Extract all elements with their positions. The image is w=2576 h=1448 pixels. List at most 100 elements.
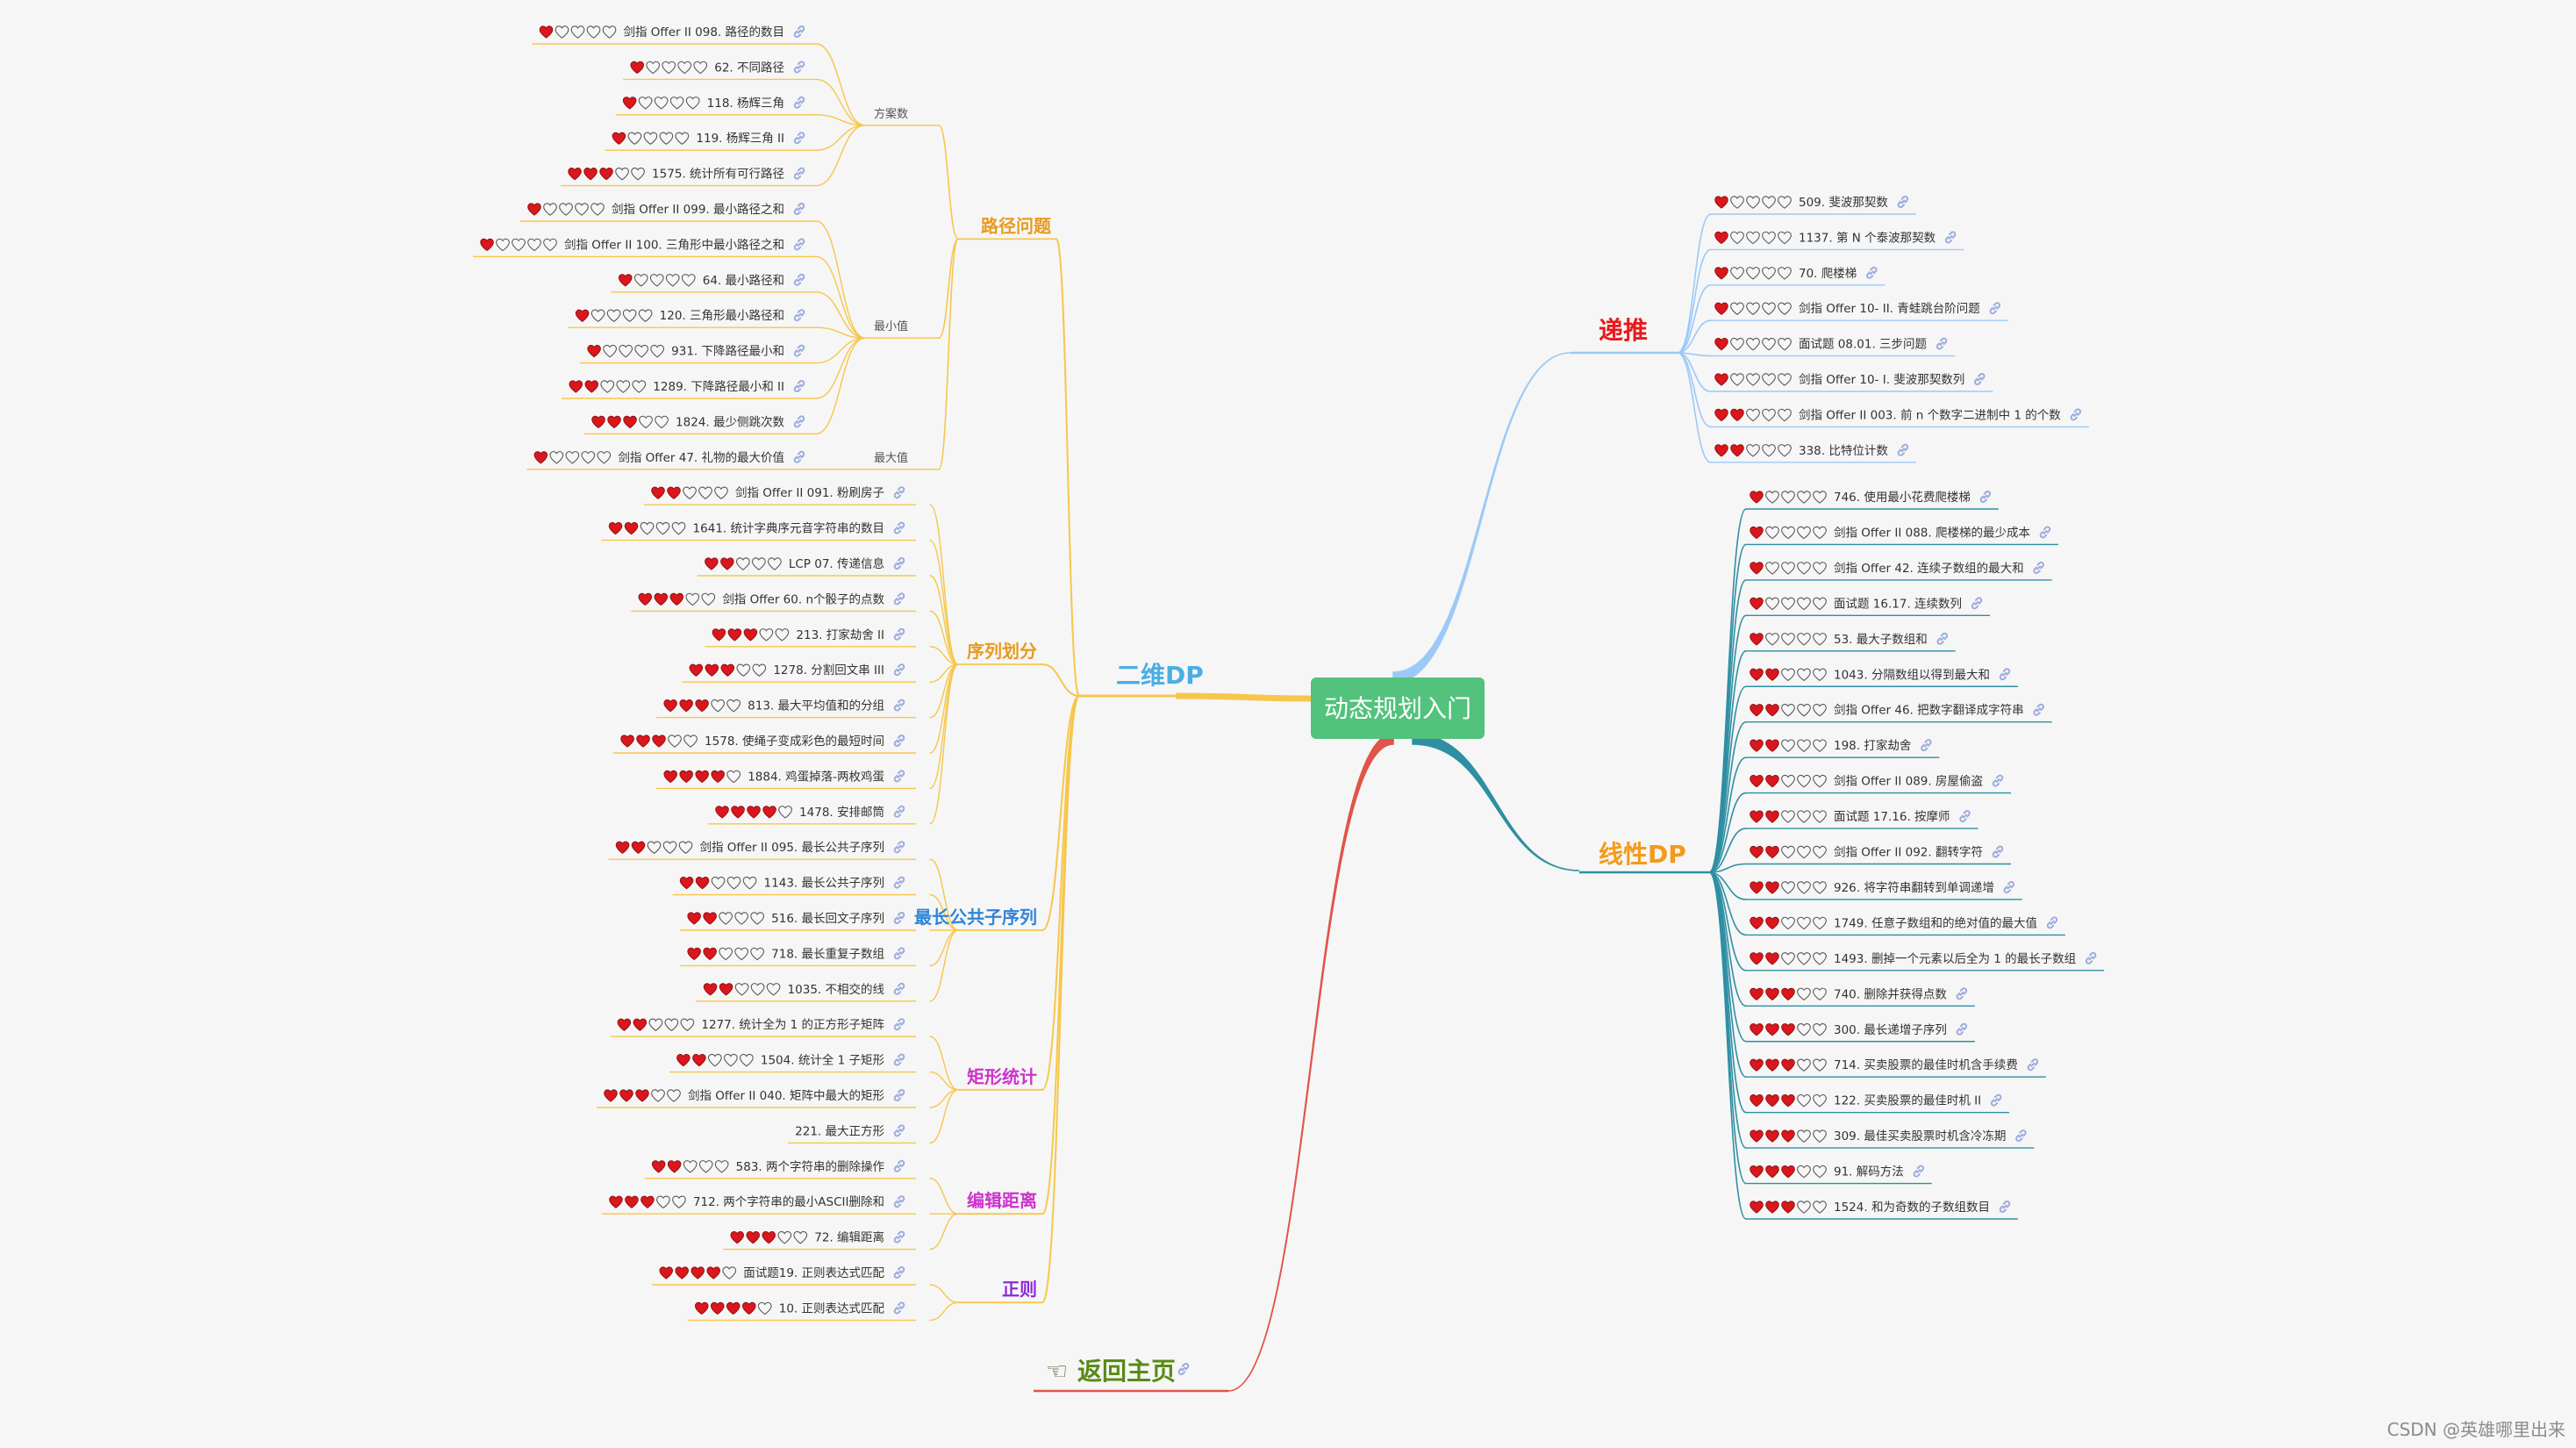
subgroup-label[interactable]: 最大值	[874, 451, 908, 465]
problem-title[interactable]: 718. 最长重复子数组	[771, 946, 884, 961]
link-icon[interactable]	[1897, 195, 1909, 209]
problem-node[interactable]: 122. 买卖股票的最佳时机 II	[1750, 1093, 2002, 1108]
branch-node-线性DP[interactable]: 线性DP	[1599, 840, 1686, 869]
link-icon[interactable]	[893, 1230, 905, 1244]
problem-node[interactable]: 面试题 16.17. 连续数列	[1750, 597, 1983, 611]
link-icon[interactable]	[893, 1301, 905, 1315]
problem-title[interactable]: 1641. 统计字典序元音字符串的数目	[693, 521, 884, 536]
problem-title[interactable]: 53. 最大子数组和	[1834, 633, 1928, 647]
problem-node[interactable]: 面试题 08.01. 三步问题	[1714, 337, 1948, 352]
problem-node[interactable]: 剑指 Offer 10- II. 青蛙跳台阶问题	[1714, 302, 2001, 316]
home-link[interactable]: ☜返回主页	[1046, 1357, 1190, 1386]
category-label[interactable]: 编辑距离	[967, 1190, 1037, 1211]
problem-node[interactable]: 1493. 删掉一个元素以后全为 1 的最长子数组	[1750, 951, 2097, 966]
problem-node[interactable]: 1504. 统计全 1 子矩形	[676, 1053, 905, 1068]
problem-node[interactable]: 1478. 安排邮筒	[715, 805, 905, 820]
link-icon[interactable]	[1866, 266, 1878, 279]
link-icon[interactable]	[893, 734, 905, 748]
link-icon[interactable]	[793, 415, 805, 428]
problem-title[interactable]: 62. 不同路径	[714, 61, 784, 75]
link-icon[interactable]	[893, 1088, 905, 1102]
problem-node[interactable]: 926. 将字符串翻转到单调递增	[1750, 880, 2015, 895]
problem-node[interactable]: 813. 最大平均值和的分组	[663, 699, 905, 713]
link-icon[interactable]	[1944, 231, 1957, 244]
problem-title[interactable]: 剑指 Offer 42. 连续子数组的最大和	[1834, 562, 2024, 576]
problem-title[interactable]: 剑指 Offer II 099. 最小路径之和	[612, 203, 784, 217]
link-icon[interactable]	[1936, 632, 1949, 645]
problem-node[interactable]: 516. 最长回文子序列	[687, 911, 905, 926]
problem-node[interactable]: 746. 使用最小花费爬楼梯	[1750, 490, 1992, 505]
problem-node[interactable]: 740. 删除并获得点数	[1750, 986, 1968, 1001]
link-icon[interactable]	[1992, 774, 2004, 787]
subgroup-node[interactable]: 最大值	[874, 451, 908, 465]
link-icon[interactable]	[793, 450, 805, 463]
link-icon[interactable]	[793, 273, 805, 286]
category-label[interactable]: 路径问题	[981, 215, 1052, 236]
link-icon[interactable]	[2046, 916, 2058, 929]
link-icon[interactable]	[893, 1265, 905, 1280]
problem-node[interactable]: 1641. 统计字典序元音字符串的数目	[608, 521, 905, 536]
link-icon[interactable]	[793, 202, 805, 216]
link-icon[interactable]	[1974, 372, 1986, 386]
problem-node[interactable]: 931. 下降路径最小和	[587, 344, 805, 359]
link-icon[interactable]	[2039, 526, 2051, 539]
problem-node[interactable]: 1277. 统计全为 1 的正方形子矩阵	[617, 1017, 905, 1032]
link-icon[interactable]	[1959, 810, 1971, 823]
problem-title[interactable]: 746. 使用最小花费爬楼梯	[1834, 490, 1971, 505]
problem-title[interactable]: 1493. 删掉一个元素以后全为 1 的最长子数组	[1834, 951, 2076, 966]
problem-node[interactable]: 剑指 Offer II 089. 房屋偷盗	[1750, 774, 2004, 789]
category-label[interactable]: 正则	[1002, 1279, 1037, 1300]
problem-node[interactable]: 1749. 任意子数组和的绝对值的最大值	[1750, 915, 2058, 930]
link-icon[interactable]	[893, 911, 905, 925]
link-icon[interactable]	[893, 521, 905, 534]
problem-title[interactable]: 1749. 任意子数组和的绝对值的最大值	[1834, 915, 2037, 930]
problem-node[interactable]: 剑指 Offer II 100. 三角形中最小路径之和	[480, 238, 805, 252]
problem-title[interactable]: 剑指 Offer II 040. 矩阵中最大的矩形	[688, 1089, 884, 1103]
problem-title[interactable]: 剑指 Offer II 089. 房屋偷盗	[1834, 775, 1983, 789]
problem-node[interactable]: 70. 爬楼梯	[1714, 266, 1878, 281]
problem-title[interactable]: 剑指 Offer 10- II. 青蛙跳台阶问题	[1799, 302, 1980, 316]
link-icon[interactable]	[793, 132, 805, 145]
link-icon[interactable]	[1999, 1200, 2011, 1214]
home-link-icon[interactable]	[1177, 1362, 1190, 1376]
problem-node[interactable]: 119. 杨辉三角 II	[612, 132, 805, 146]
problem-title[interactable]: 1578. 使绳子变成彩色的最短时间	[705, 734, 884, 749]
category-node[interactable]: 路径问题	[981, 215, 1052, 236]
problem-title[interactable]: 198. 打家劫舍	[1834, 738, 1912, 753]
problem-node[interactable]: 剑指 Offer II 099. 最小路径之和	[527, 202, 805, 217]
problem-title[interactable]: 1277. 统计全为 1 的正方形子矩阵	[701, 1017, 884, 1032]
problem-node[interactable]: 1278. 分割回文串 III	[689, 663, 905, 677]
link-icon[interactable]	[793, 61, 805, 74]
problem-title[interactable]: 813. 最大平均值和的分组	[748, 699, 884, 713]
problem-node[interactable]: 198. 打家劫舍	[1750, 738, 1932, 753]
link-icon[interactable]	[1921, 739, 1932, 752]
link-icon[interactable]	[1956, 1022, 1968, 1036]
link-icon[interactable]	[2033, 561, 2044, 574]
problem-node[interactable]: 62. 不同路径	[630, 61, 805, 75]
link-icon[interactable]	[893, 982, 905, 995]
link-icon[interactable]	[793, 238, 805, 251]
link-icon[interactable]	[893, 770, 905, 783]
problem-title[interactable]: 剑指 Offer II 092. 翻转字符	[1834, 846, 1983, 860]
problem-title[interactable]: 1524. 和为奇数的子数组数目	[1834, 1200, 1990, 1215]
problem-title[interactable]: 面试题19. 正则表达式匹配	[743, 1266, 884, 1280]
problem-node[interactable]: 剑指 Offer 42. 连续子数组的最大和	[1750, 561, 2044, 576]
link-icon[interactable]	[893, 1195, 905, 1208]
link-icon[interactable]	[2003, 880, 2015, 893]
link-icon[interactable]	[893, 486, 905, 499]
link-icon[interactable]	[893, 627, 905, 641]
link-icon[interactable]	[893, 663, 905, 677]
link-icon[interactable]	[2015, 1129, 2027, 1143]
problem-title[interactable]: 1884. 鸡蛋掉落-两枚鸡蛋	[748, 769, 884, 784]
link-icon[interactable]	[2033, 703, 2044, 716]
link-icon[interactable]	[893, 876, 905, 889]
branch-node-二维DP[interactable]: 二维DP	[1116, 661, 1204, 690]
problem-node[interactable]: 221. 最大正方形	[795, 1124, 905, 1138]
problem-title[interactable]: 剑指 Offer II 098. 路径的数目	[624, 25, 784, 39]
problem-node[interactable]: 1524. 和为奇数的子数组数目	[1750, 1200, 2011, 1215]
problem-node[interactable]: 53. 最大子数组和	[1750, 632, 1949, 647]
problem-node[interactable]: 剑指 Offer II 098. 路径的数目	[539, 25, 805, 39]
problem-title[interactable]: 面试题 16.17. 连续数列	[1834, 597, 1962, 611]
problem-node[interactable]: 面试题19. 正则表达式匹配	[659, 1265, 905, 1280]
problem-node[interactable]: 剑指 Offer 60. n个骰子的点数	[638, 592, 905, 606]
